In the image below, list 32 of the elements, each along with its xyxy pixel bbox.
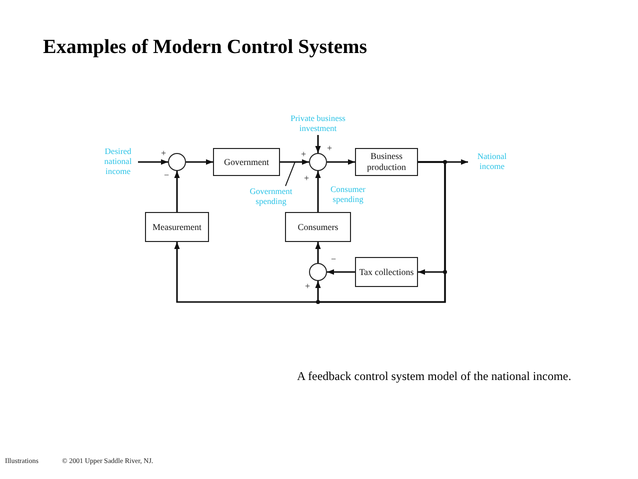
- arrow: [186, 159, 213, 165]
- sign-label: +: [327, 143, 332, 153]
- sign-label: +: [304, 173, 310, 183]
- block-box: Consumers: [285, 212, 351, 242]
- arrow: [315, 242, 321, 263]
- arrow: [315, 135, 321, 153]
- summing-junction: [168, 153, 186, 171]
- arrow: [138, 159, 168, 165]
- text-label: Government spending: [242, 186, 300, 208]
- sign-label: −: [164, 170, 170, 180]
- sign-label: +: [305, 281, 310, 291]
- block-box: Government: [213, 148, 280, 176]
- block-box: Business production: [355, 148, 418, 176]
- sign-label: +: [161, 148, 166, 158]
- leader-line: [285, 162, 296, 186]
- arrow: [315, 161, 446, 303]
- arrow: [327, 269, 355, 275]
- title: Examples of Modern Control Systems: [43, 36, 368, 59]
- sign-label: +: [301, 149, 306, 159]
- text-label: Private business investment: [282, 113, 354, 135]
- caption: A feedback control system model of the national income.: [297, 369, 572, 384]
- arrow: [315, 171, 321, 212]
- arrow: [280, 159, 309, 165]
- summing-junction: [309, 263, 327, 281]
- arrow: [174, 171, 180, 212]
- summing-junction: [309, 153, 327, 171]
- text-label: National income: [468, 149, 516, 175]
- block-box: Tax collections: [355, 257, 418, 287]
- arrow: [327, 159, 355, 165]
- sign-label: −: [331, 254, 336, 264]
- block-box: Measurement: [145, 212, 209, 242]
- text-label: Desired national income: [98, 145, 138, 179]
